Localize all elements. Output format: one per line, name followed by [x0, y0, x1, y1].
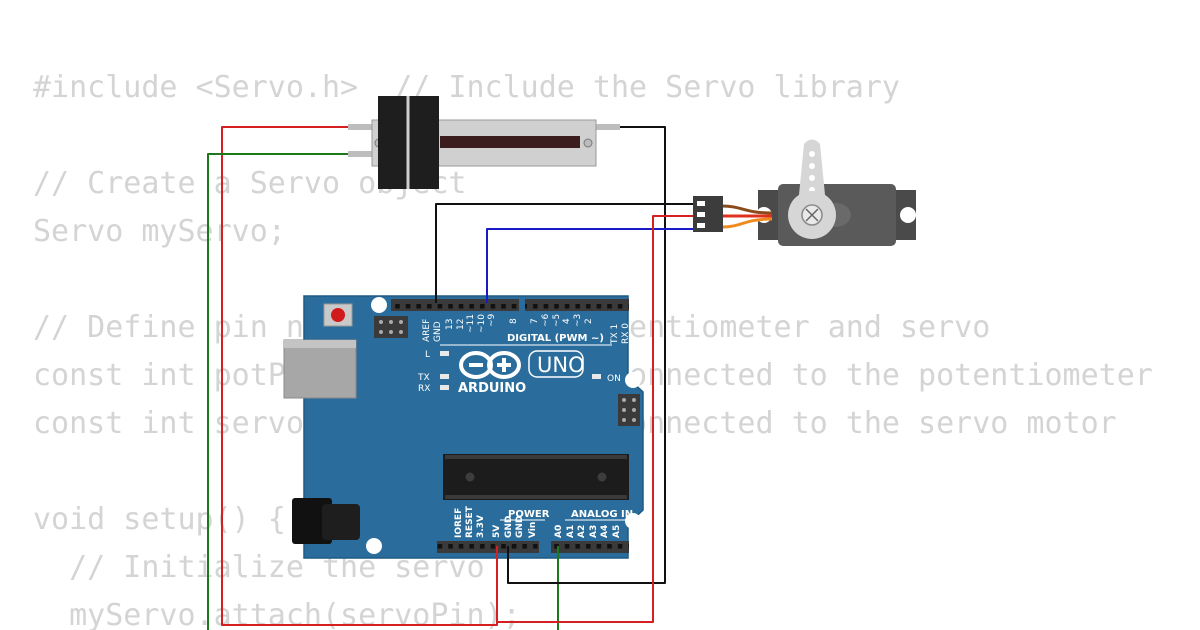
pin-label: TX 1: [610, 324, 620, 345]
mounting-hole: [625, 372, 641, 388]
pin-label: A5: [612, 525, 622, 538]
code-line: // Create a Servo object: [33, 166, 467, 201]
slider-knob[interactable]: [378, 96, 439, 189]
power-header[interactable]: [437, 541, 539, 553]
servo-horn[interactable]: [788, 139, 836, 240]
servo-connector[interactable]: [693, 196, 723, 232]
pin-label: 5V: [492, 525, 502, 538]
pin-label: A0: [554, 525, 564, 538]
pin-label: 2: [584, 318, 594, 324]
wire-servo-power[interactable]: [497, 215, 695, 623]
power-jack: [292, 498, 360, 544]
pin-label: 4: [562, 318, 572, 324]
arduino-logo-icon: [459, 351, 521, 379]
pin-label: GND: [515, 516, 525, 538]
arduino-uno-board[interactable]: AREF GND 13 12 ~11 ~10 ~9 8 7 ~6 ~5 4 ~3…: [283, 295, 644, 559]
pin-label: A2: [577, 525, 587, 538]
power-pin-labels: IOREF RESET 3.3V 5V GND GND Vin: [454, 505, 538, 538]
model-badge: [528, 350, 584, 378]
pin-label: RX 0: [621, 323, 631, 344]
icsp-header: [374, 316, 408, 338]
mounting-hole: [371, 297, 387, 313]
power-section-label: POWER: [508, 509, 550, 520]
digital-section-label: DIGITAL (PWM ~): [507, 333, 604, 344]
model-label: UNO: [537, 353, 585, 377]
pin-label: IOREF: [454, 508, 464, 538]
pin-label: ~6: [541, 313, 551, 327]
servo-leads: [721, 204, 773, 229]
pin-label: GND: [504, 516, 514, 538]
pin-label: 13: [445, 319, 455, 330]
analog-pin-labels: A0 A1 A2 A3 A4 A5: [554, 525, 622, 538]
wire-pot-power[interactable]: [221, 126, 498, 626]
pin-label: ~3: [573, 314, 583, 327]
servo-motor[interactable]: [693, 139, 916, 247]
pin-label: ~10: [477, 314, 487, 333]
icsp-header: [618, 394, 640, 426]
pin-label: 7: [530, 318, 540, 324]
pin-label: A1: [566, 525, 576, 538]
microcontroller-chip: [443, 454, 629, 500]
wire-pot-signal[interactable]: [207, 153, 348, 630]
wire-servo-signal[interactable]: [486, 228, 695, 303]
pin-label: GND: [433, 321, 443, 342]
wire-pot-ground[interactable]: [507, 126, 666, 584]
led-rx: [440, 385, 449, 390]
code-line: Servo myServo;: [33, 214, 286, 249]
pin-label: RESET: [465, 505, 475, 538]
pin-label: A3: [589, 525, 599, 538]
pin-label: Vin: [528, 522, 538, 538]
pin-label: ~9: [487, 313, 497, 327]
led-label-on: ON: [607, 374, 621, 384]
pin-label: A4: [600, 525, 610, 538]
code-line: #include <Servo.h> // Include the Servo …: [33, 70, 900, 105]
led-on: [592, 374, 601, 379]
pin-label: 12: [456, 319, 466, 330]
led-label-rx: RX: [418, 384, 430, 394]
slide-potentiometer[interactable]: [348, 96, 620, 189]
analog-header[interactable]: [551, 541, 629, 553]
wires: [207, 126, 695, 630]
wire-servo-ground[interactable]: [435, 203, 695, 303]
pin-label: ~11: [466, 314, 476, 333]
pin-label: 8: [509, 318, 519, 324]
digital-header-right[interactable]: [525, 299, 629, 311]
usb-port: [283, 339, 357, 399]
pin-label: AREF: [422, 319, 432, 342]
led-tx: [440, 374, 449, 379]
led-label-tx: TX: [417, 373, 430, 383]
reset-button[interactable]: [323, 303, 353, 327]
pin-label: ~5: [552, 314, 562, 327]
digital-pin-labels: AREF GND 13 12 ~11 ~10 ~9 8 7 ~6 ~5 4 ~3…: [422, 313, 631, 345]
mounting-hole: [625, 513, 641, 529]
digital-header-left[interactable]: [391, 299, 519, 311]
analog-section-label: ANALOG IN: [571, 509, 633, 520]
code-line: void setup() {: [33, 502, 286, 537]
pin-label: 3.3V: [476, 515, 486, 538]
mounting-hole: [366, 538, 382, 554]
led-label-l: L: [425, 350, 430, 360]
brand-label: ARDUINO: [458, 381, 526, 396]
led-l: [440, 351, 449, 356]
